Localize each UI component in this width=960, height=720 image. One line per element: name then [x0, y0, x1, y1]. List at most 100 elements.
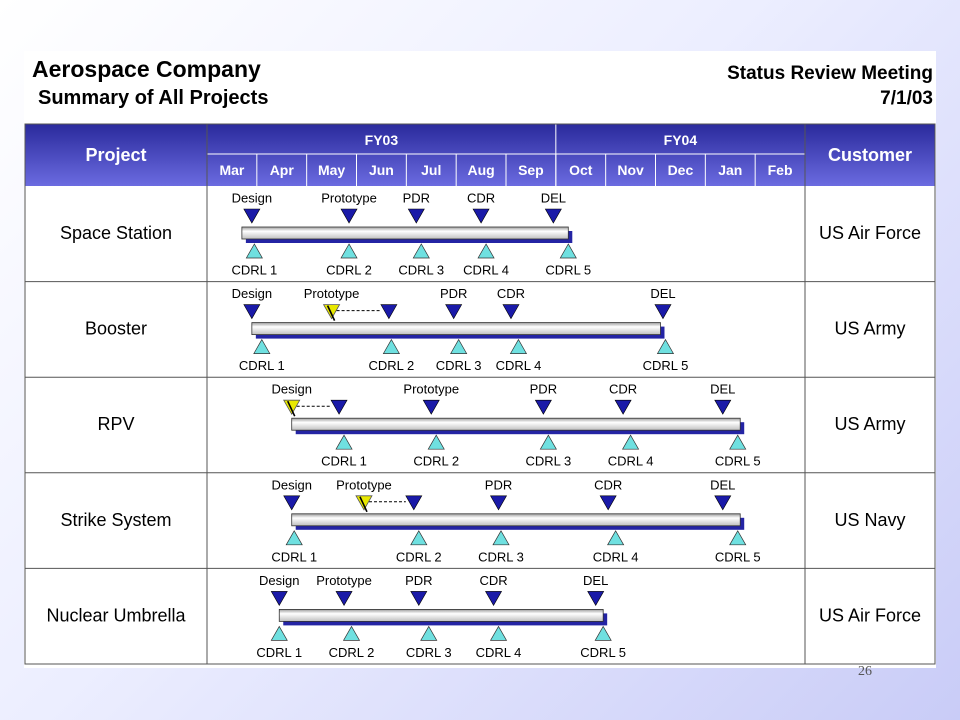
- milestone-marker: [714, 399, 732, 415]
- deliverable-marker: [656, 338, 675, 354]
- month-label: Mar: [219, 162, 244, 178]
- milestone-label: Design: [232, 286, 272, 301]
- project-name: Nuclear Umbrella: [46, 605, 186, 625]
- milestone-marker: [243, 304, 261, 320]
- deliverable-label: CDRL 3: [406, 645, 452, 660]
- milestone-label: DEL: [710, 477, 735, 492]
- milestone-marker: [534, 399, 552, 415]
- milestone-marker: [330, 399, 348, 415]
- milestone-label: Design: [232, 191, 272, 206]
- customer-name: US Navy: [834, 510, 905, 530]
- milestone-marker: [407, 208, 425, 224]
- page-number: 26: [858, 664, 872, 679]
- milestone-label: Prototype: [403, 382, 459, 397]
- customer-name: US Air Force: [819, 223, 921, 243]
- deliverable-marker: [539, 434, 557, 450]
- fiscal-year-label: FY03: [365, 132, 399, 148]
- month-label: Dec: [668, 162, 694, 178]
- month-label: Jan: [718, 162, 742, 178]
- deliverable-marker: [420, 625, 438, 641]
- deliverable-label: CDRL 1: [321, 454, 367, 469]
- deliverable-label: CDRL 1: [239, 358, 285, 373]
- deliverable-marker: [477, 243, 495, 259]
- milestone-label: PDR: [530, 382, 557, 397]
- milestone-label: Design: [271, 477, 311, 492]
- milestone-label: CDR: [594, 477, 622, 492]
- month-label: Sep: [518, 162, 544, 178]
- milestone-label: PDR: [485, 477, 512, 492]
- deliverable-label: CDRL 1: [231, 263, 277, 278]
- slip-strike: [286, 400, 296, 417]
- milestone-label: Prototype: [316, 573, 372, 588]
- deliverable-marker: [559, 243, 577, 259]
- milestone-label: DEL: [583, 573, 608, 588]
- slip-strike: [359, 496, 368, 513]
- deliverable-label: CDRL 3: [478, 549, 524, 564]
- deliverable-marker: [335, 434, 353, 450]
- milestone-marker: [243, 208, 261, 224]
- milestone-marker: [283, 495, 301, 511]
- milestone-label: DEL: [541, 191, 566, 206]
- deliverable-label: CDRL 5: [580, 645, 626, 660]
- project-name: Space Station: [60, 223, 172, 243]
- deliverable-marker: [382, 338, 400, 354]
- milestone-label: DEL: [710, 382, 735, 397]
- slip-strike: [326, 305, 336, 321]
- deliverable-marker: [427, 434, 445, 450]
- deliverable-label: CDRL 5: [715, 549, 761, 564]
- milestone-label: PDR: [440, 286, 467, 301]
- deliverable-marker: [607, 530, 625, 546]
- milestone-marker: [270, 591, 288, 607]
- milestone-marker: [340, 208, 358, 224]
- milestone-marker: [544, 208, 562, 224]
- milestone-marker: [587, 591, 605, 607]
- schedule-bar: [278, 609, 604, 622]
- deliverable-marker: [270, 625, 288, 641]
- project-name: Strike System: [60, 510, 171, 530]
- page-subtitle: Summary of All Projects: [38, 87, 269, 109]
- deliverable-label: CDRL 2: [326, 263, 372, 278]
- milestone-label: Design: [271, 382, 311, 397]
- deliverable-marker: [489, 625, 508, 641]
- slipped-milestone-marker: [283, 399, 301, 416]
- milestone-marker: [654, 304, 672, 320]
- deliverable-marker: [621, 434, 640, 450]
- project-row: Strike System US Navy Design Prototype PDR CD…: [60, 477, 905, 564]
- milestone-label: Prototype: [336, 477, 392, 492]
- milestone-label: PDR: [403, 191, 430, 206]
- project-column-header: Project: [85, 145, 146, 165]
- customer-column-header: Customer: [828, 145, 912, 165]
- milestone-marker: [485, 591, 503, 607]
- deliverable-label: CDRL 4: [608, 454, 654, 469]
- meeting-date: 7/1/03: [880, 88, 933, 109]
- deliverable-label: CDRL 3: [398, 263, 444, 278]
- deliverable-marker: [594, 625, 612, 641]
- milestone-marker: [614, 399, 632, 415]
- deliverable-marker: [340, 243, 358, 259]
- deliverable-marker: [450, 338, 468, 354]
- grid-frame: [24, 123, 936, 665]
- deliverable-marker: [492, 530, 510, 546]
- project-name: RPV: [97, 414, 134, 434]
- month-label: Jul: [421, 162, 441, 178]
- deliverable-label: CDRL 4: [496, 358, 542, 373]
- milestone-marker: [380, 304, 398, 320]
- customer-name: US Air Force: [819, 605, 921, 625]
- month-label: May: [318, 162, 345, 178]
- deliverable-label: CDRL 3: [525, 454, 571, 469]
- deliverable-label: CDRL 5: [715, 454, 761, 469]
- project-row: Space Station US Air Force Design Prototype…: [60, 191, 921, 278]
- deliverable-label: CDRL 1: [256, 645, 302, 660]
- deliverable-label: CDRL 2: [329, 645, 375, 660]
- slide: Aerospace Company Summary of All Project…: [24, 51, 936, 668]
- deliverable-label: CDRL 4: [593, 549, 639, 564]
- milestone-marker: [422, 399, 440, 415]
- milestone-marker: [405, 495, 423, 511]
- customer-name: US Army: [834, 319, 905, 339]
- header-band: [25, 124, 935, 186]
- meeting-title: Status Review Meeting: [727, 63, 933, 84]
- milestone-label: Prototype: [321, 191, 377, 206]
